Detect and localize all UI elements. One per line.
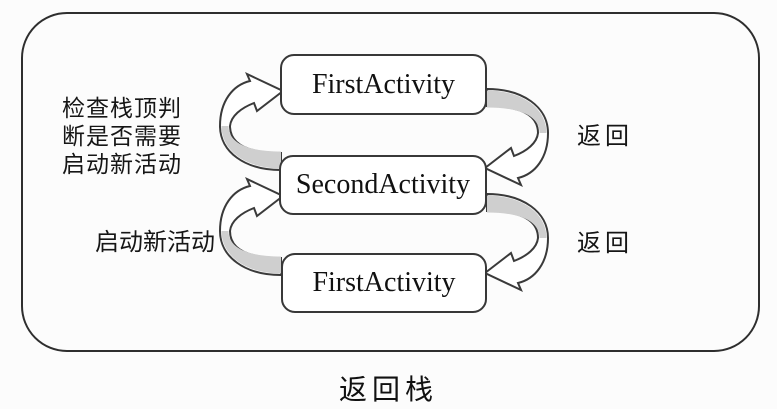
diagram-caption: 返回栈 — [338, 375, 438, 406]
node-first-activity-bottom: FirstActivity — [281, 253, 487, 313]
node-first-activity-top: FirstActivity — [280, 54, 487, 115]
curved-arrow-check-top-left-icon — [219, 73, 284, 171]
curved-arrow-back-upper-right-icon — [484, 88, 549, 186]
label-check-stack-top: 检查栈顶判 断是否需要 启动新活动 — [62, 96, 182, 177]
label-launch-new-activity: 启动新活动 — [95, 230, 215, 256]
label-back-lower: 返回 — [577, 231, 633, 257]
node-label: FirstActivity — [312, 267, 456, 298]
curved-arrow-back-lower-right-icon — [484, 193, 549, 291]
node-label: FirstActivity — [311, 68, 456, 100]
back-stack-border — [21, 12, 760, 352]
label-back-upper: 返回 — [577, 124, 633, 150]
node-second-activity: SecondActivity — [279, 155, 487, 215]
node-label: SecondActivity — [295, 169, 471, 200]
curved-arrow-launch-bottom-left-icon — [219, 178, 284, 276]
